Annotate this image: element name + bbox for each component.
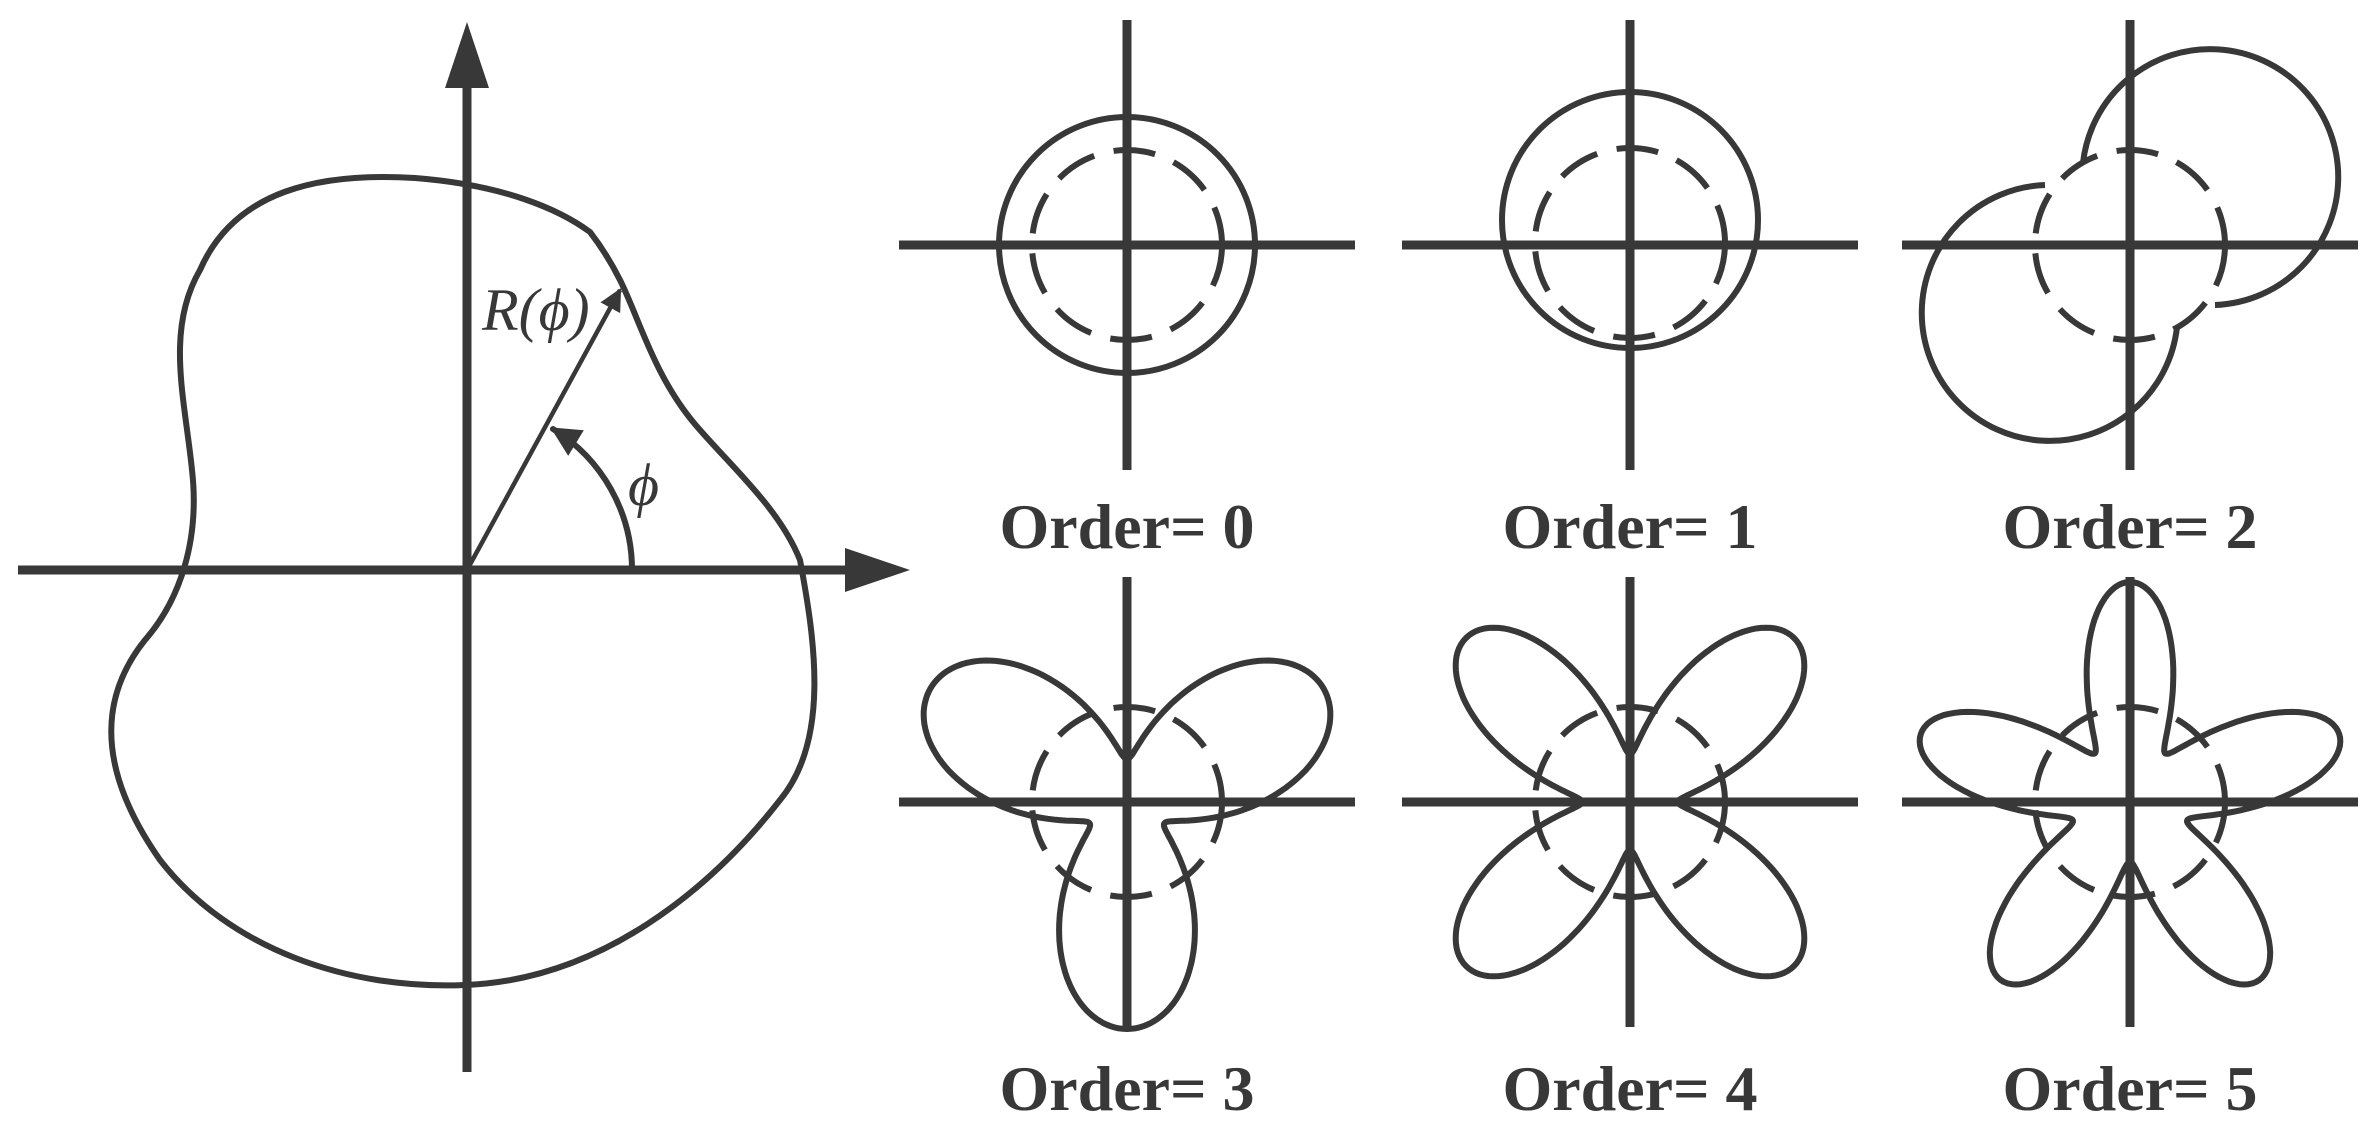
panel-deformed-shape bbox=[920, 657, 1334, 1032]
panel-reference-circle bbox=[2032, 704, 2228, 900]
panel-deformed-shape bbox=[996, 114, 1258, 376]
panel-deformed-shape bbox=[1499, 89, 1761, 351]
order-panels: Order= 0 Order= 1 Order= 2 Order= 3 Order= 4… bbox=[899, 20, 2358, 1124]
panel-reference-circle bbox=[1029, 147, 1225, 343]
order-panel-0: Order= 0 bbox=[899, 20, 1355, 562]
panel-reference-circle bbox=[1532, 145, 1728, 341]
panel-deformed-shape bbox=[1916, 579, 2344, 988]
panel-caption: Order= 3 bbox=[999, 1053, 1254, 1124]
panel-deformed-shape bbox=[1452, 624, 1808, 980]
main-x-axis-arrowhead bbox=[845, 548, 910, 592]
main-figure: R(ϕ) ϕ bbox=[18, 22, 910, 1072]
angle-label: ϕ bbox=[628, 452, 659, 518]
panel-reference-circle bbox=[1532, 704, 1728, 900]
panel-deformed-shape bbox=[1918, 46, 2342, 444]
order-panel-4: Order= 4 bbox=[1402, 577, 1858, 1124]
main-closed-curve bbox=[108, 173, 818, 989]
order-panel-3: Order= 3 bbox=[899, 577, 1355, 1124]
panel-reference-circle bbox=[2032, 147, 2228, 343]
order-panel-5: Order= 5 bbox=[1902, 577, 2358, 1124]
radius-vector bbox=[465, 288, 622, 572]
panel-caption: Order= 5 bbox=[2002, 1053, 2257, 1124]
radius-label: R(ϕ) bbox=[481, 277, 590, 343]
panel-caption: Order= 4 bbox=[1502, 1053, 1757, 1124]
order-panel-1: Order= 1 bbox=[1402, 20, 1858, 562]
main-y-axis-arrowhead bbox=[445, 22, 489, 88]
order-panel-2: Order= 2 bbox=[1902, 20, 2358, 562]
angle-arc bbox=[550, 426, 636, 573]
panel-caption: Order= 2 bbox=[2002, 491, 2257, 562]
panel-caption: Order= 1 bbox=[1502, 491, 1757, 562]
panel-reference-circle bbox=[1029, 704, 1225, 900]
panel-caption: Order= 0 bbox=[999, 491, 1254, 562]
